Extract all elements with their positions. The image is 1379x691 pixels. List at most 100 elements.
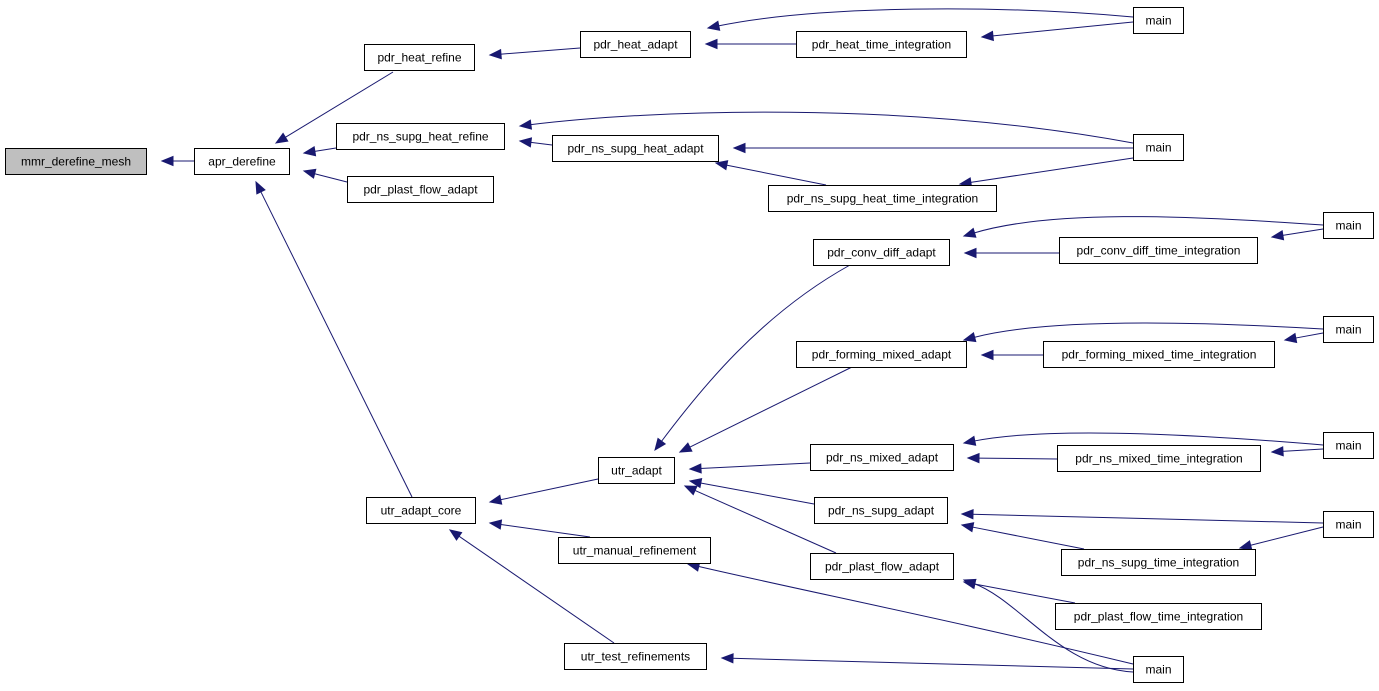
node-box <box>366 497 476 524</box>
node-pdr_ns_supg_heat_refine[interactable]: pdr_ns_supg_heat_refine <box>336 123 505 150</box>
edge-pdr_heat_adapt-to-pdr_heat_refine <box>488 47 581 60</box>
node-main3[interactable]: main <box>1323 212 1374 239</box>
edge-line <box>1249 526 1324 547</box>
node-pdr_ns_supg_adapt[interactable]: pdr_ns_supg_adapt <box>814 497 948 524</box>
node-box <box>1043 341 1275 368</box>
node-label: pdr_heat_adapt <box>593 38 678 52</box>
edges-layer <box>160 8 1324 673</box>
edge-main5-to-pdr_ns_mixed_time_integration <box>1270 446 1324 457</box>
arrow-head-icon <box>963 247 977 259</box>
arrow-head-icon <box>688 477 703 489</box>
edge-utr_adapt-to-utr_adapt_core <box>488 478 599 505</box>
node-label: pdr_heat_time_integration <box>812 38 951 52</box>
node-main7[interactable]: main <box>1133 656 1184 683</box>
node-pdr_ns_mixed_adapt[interactable]: pdr_ns_mixed_adapt <box>810 444 954 471</box>
arrow-head-icon <box>160 155 174 167</box>
arrow-head-icon <box>688 463 702 474</box>
node-utr_manual_refinement[interactable]: utr_manual_refinement <box>558 537 711 564</box>
node-main5[interactable]: main <box>1323 432 1374 459</box>
node-pdr_forming_mixed_adapt[interactable]: pdr_forming_mixed_adapt <box>796 341 967 368</box>
node-pdr_ns_mixed_time_integration[interactable]: pdr_ns_mixed_time_integration <box>1057 445 1261 472</box>
arrow-head-icon <box>302 168 317 179</box>
node-pdr_conv_diff_adapt[interactable]: pdr_conv_diff_adapt <box>813 239 950 266</box>
edge-line <box>313 172 348 183</box>
edge-pdr_conv_diff_adapt-to-utr_adapt <box>654 264 851 452</box>
edge-main4-to-pdr_forming_mixed_time_integration <box>1283 332 1324 344</box>
node-label: pdr_ns_mixed_time_integration <box>1075 452 1242 466</box>
node-utr_test_refinements[interactable]: utr_test_refinements <box>564 643 707 670</box>
node-pdr_plast_flow_time_integration[interactable]: pdr_plast_flow_time_integration <box>1055 603 1262 630</box>
node-main1[interactable]: main <box>1133 7 1184 34</box>
node-main4[interactable]: main <box>1323 316 1374 343</box>
arrow-head-icon <box>488 519 503 530</box>
edge-main6-to-pdr_ns_supg_time_integration <box>1238 526 1324 551</box>
edge-pdr_forming_mixed_time_integration-to-pdr_forming_mixed_adapt <box>980 349 1043 361</box>
edge-line <box>259 190 413 498</box>
node-pdr_heat_adapt[interactable]: pdr_heat_adapt <box>580 31 691 58</box>
node-box <box>1055 603 1262 630</box>
node-pdr_ns_supg_time_integration[interactable]: pdr_ns_supg_time_integration <box>1061 549 1256 576</box>
arrow-head-icon <box>962 435 977 446</box>
node-utr_adapt[interactable]: utr_adapt <box>598 457 675 484</box>
node-box <box>810 444 954 471</box>
node-label: pdr_ns_supg_heat_adapt <box>567 142 704 156</box>
arrow-head-icon <box>255 180 266 195</box>
node-box <box>564 643 707 670</box>
node-pdr_ns_supg_heat_adapt[interactable]: pdr_ns_supg_heat_adapt <box>552 135 719 162</box>
node-pdr_plast_flow_adapt_a[interactable]: pdr_plast_flow_adapt <box>347 176 494 203</box>
edge-pdr_forming_mixed_adapt-to-utr_adapt <box>678 366 853 453</box>
node-box <box>796 341 967 368</box>
node-box <box>598 457 675 484</box>
arrow-head-icon <box>1270 446 1284 457</box>
node-label: main <box>1145 663 1171 677</box>
node-main6[interactable]: main <box>1323 511 1374 538</box>
node-pdr_heat_refine[interactable]: pdr_heat_refine <box>364 44 475 71</box>
arrow-head-icon <box>488 494 503 505</box>
edge-line <box>499 478 599 501</box>
node-pdr_plast_flow_adapt_b[interactable]: pdr_plast_flow_adapt <box>810 553 954 580</box>
node-box <box>1133 7 1184 34</box>
node-mmr_derefine_mesh[interactable]: mmr_derefine_mesh <box>5 148 147 175</box>
edge-main6-to-pdr_ns_supg_adapt <box>960 509 1324 524</box>
arrow-head-icon <box>448 529 463 541</box>
node-box <box>194 148 290 175</box>
node-pdr_heat_time_integration[interactable]: pdr_heat_time_integration <box>796 31 967 58</box>
node-main2[interactable]: main <box>1133 134 1184 161</box>
edge-pdr_heat_time_integration-to-pdr_heat_adapt <box>704 38 796 50</box>
node-label: pdr_plast_flow_adapt <box>363 183 478 197</box>
edge-pdr_plast_flow_adapt_b-to-utr_adapt <box>683 485 837 554</box>
node-box <box>552 135 719 162</box>
node-box <box>1323 432 1374 459</box>
node-box <box>1061 549 1256 576</box>
edge-line <box>717 8 1134 27</box>
arrow-head-icon <box>302 146 317 157</box>
node-utr_adapt_core[interactable]: utr_adapt_core <box>366 497 476 524</box>
arrow-head-icon <box>962 578 977 590</box>
arrow-head-icon <box>518 137 533 148</box>
edge-line <box>693 489 837 554</box>
node-label: pdr_ns_supg_adapt <box>828 504 935 518</box>
edge-line <box>1281 228 1324 236</box>
edge-line <box>973 583 1076 604</box>
edge-line <box>313 147 337 152</box>
node-box <box>1323 511 1374 538</box>
arrow-head-icon <box>962 227 977 238</box>
node-pdr_forming_mixed_time_integration[interactable]: pdr_forming_mixed_time_integration <box>1043 341 1275 368</box>
node-label: utr_adapt <box>611 464 662 478</box>
edge-utr_manual_refinement-to-utr_adapt_core <box>488 519 591 538</box>
arrow-head-icon <box>706 20 721 31</box>
edge-main1-to-pdr_heat_time_integration <box>980 21 1134 42</box>
node-box <box>336 123 505 150</box>
node-box <box>5 148 147 175</box>
edge-line <box>499 523 591 538</box>
node-pdr_conv_diff_time_integration[interactable]: pdr_conv_diff_time_integration <box>1059 237 1258 264</box>
arrow-head-icon <box>966 452 980 464</box>
edge-line <box>973 582 1134 673</box>
node-pdr_ns_supg_heat_time_integration[interactable]: pdr_ns_supg_heat_time_integration <box>768 185 997 212</box>
arrow-head-icon <box>732 142 746 154</box>
node-apr_derefine[interactable]: apr_derefine <box>194 148 290 175</box>
nodes-layer: mmr_derefine_mesh apr_derefine pdr_heat_re… <box>5 7 1374 683</box>
edge-apr_derefine-to-mmr_derefine_mesh <box>160 155 194 167</box>
edge-pdr_plast_flow_time_integration-to-pdr_plast_flow_adapt_b <box>962 578 1076 604</box>
node-label: utr_manual_refinement <box>573 544 697 558</box>
